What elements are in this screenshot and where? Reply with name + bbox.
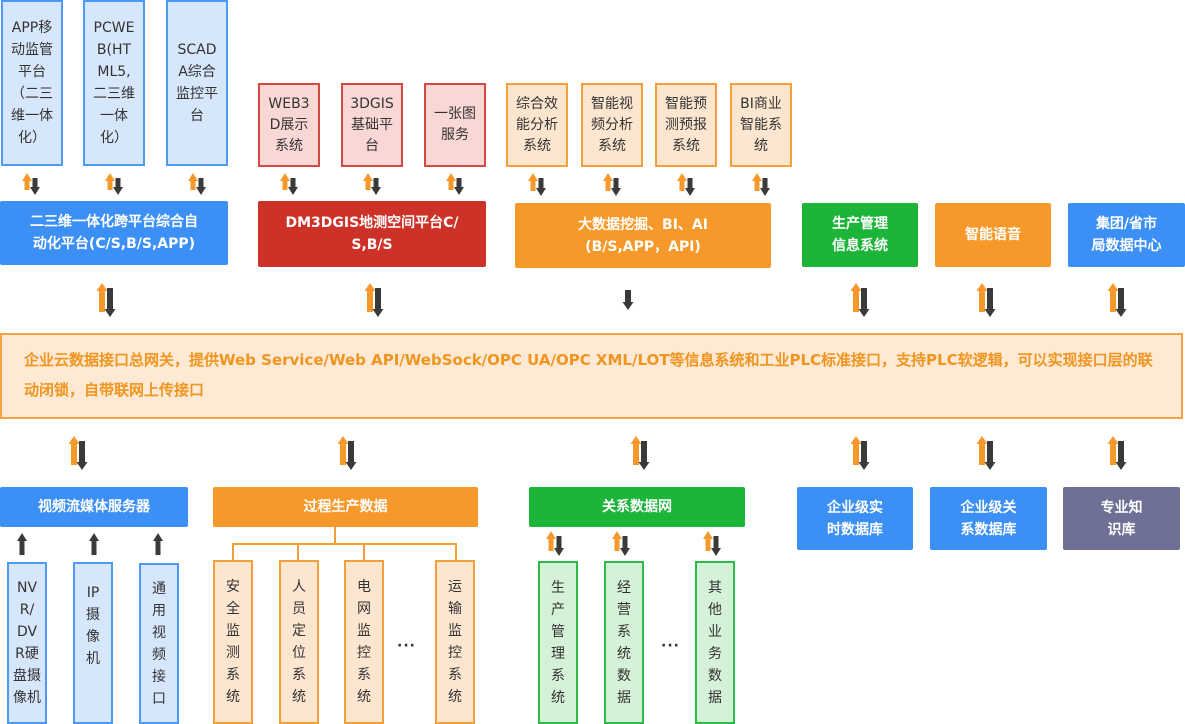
gis-down-arrow-icon xyxy=(372,288,384,317)
smart-voice-box: 智能语音 xyxy=(935,203,1051,267)
scada-up-arrow-icon xyxy=(188,173,198,190)
one-map-up-arrow-icon xyxy=(446,173,456,190)
app-mobile-down-arrow-icon xyxy=(30,178,40,195)
datacenter-down-arrow-icon xyxy=(1115,288,1127,317)
realtime-database-box: 企业级实 时数据库 xyxy=(797,487,913,550)
efficiency-up-arrow-icon xyxy=(528,173,538,191)
production-mis-down-arrow-icon xyxy=(858,288,870,317)
bigdata-platform-box: 大数据挖掘、BI、AI (B/S,APP，API) xyxy=(515,203,771,268)
video-interface-box: 通 用 视 频 接 口 xyxy=(139,563,179,724)
personnel-positioning-box: 人 员 定 位 系 统 xyxy=(279,560,319,724)
relational-database-box: 企业级关 系数据库 xyxy=(930,487,1047,550)
video-analysis-up-arrow-icon xyxy=(603,173,613,191)
video-server-up-arrow-icon xyxy=(68,436,80,465)
production-mis-up-arrow-icon xyxy=(850,283,862,312)
process-connector-4 xyxy=(455,543,457,560)
relational-net-down-arrow-icon xyxy=(638,441,650,470)
automation-up-arrow-icon xyxy=(96,283,108,312)
process-connector-bar xyxy=(232,543,457,545)
grid-monitoring-box: 电 网 监 控 系 统 xyxy=(344,560,384,724)
nvr-dvr-camera-box: NV R/ DV R硬 盘摄 像机 xyxy=(7,562,47,724)
process-data-down-arrow-icon xyxy=(345,441,357,470)
process-connector-2 xyxy=(297,543,299,560)
knowledge-base-box: 专业知 识库 xyxy=(1063,487,1180,550)
app-mobile-monitor-box: APP移 动监管 平台 （二三 维一体 化） xyxy=(1,0,63,166)
operation-data-up-arrow-icon xyxy=(612,531,622,551)
automation-platform-box: 二三维一体化跨平台综合自 动化平台(C/S,B/S,APP) xyxy=(0,201,228,265)
production-mis-box: 生产管理 信息系统 xyxy=(802,203,918,267)
other-business-up-arrow-icon xyxy=(703,531,713,551)
transport-monitoring-box: 运 输 监 控 系 统 xyxy=(435,560,475,724)
3dgis-up-arrow-icon xyxy=(363,173,373,190)
automation-down-arrow-icon xyxy=(104,288,116,317)
web3d-display-box: WEB3 D展示 系统 xyxy=(258,83,320,167)
production-mgmt-data-up-arrow-icon xyxy=(546,531,556,551)
video-stream-server-box: 视频流媒体服务器 xyxy=(0,487,188,527)
web3d-down-arrow-icon xyxy=(288,178,298,195)
process-connector-stem xyxy=(334,527,336,544)
process-connector-3 xyxy=(363,543,365,560)
process-ellipsis: ··· xyxy=(397,638,416,654)
pcweb-html5-box: PCWE B(HT ML5, 二三维 一体 化） xyxy=(83,0,145,166)
video-analysis-down-arrow-icon xyxy=(611,178,621,196)
relational-data-net-box: 关系数据网 xyxy=(529,487,745,527)
other-business-data-box: 其 他 业 务 数 据 xyxy=(695,561,735,724)
relational-net-up-arrow-icon xyxy=(630,436,642,465)
production-mgmt-data-down-arrow-icon xyxy=(554,536,564,556)
knowledge-base-up-arrow-icon xyxy=(1107,436,1119,465)
other-business-down-arrow-icon xyxy=(711,536,721,556)
nvr-up-arrow-icon xyxy=(17,533,27,555)
one-map-down-arrow-icon xyxy=(454,178,464,195)
forecast-up-arrow-icon xyxy=(677,173,687,191)
realtime-db-up-arrow-icon xyxy=(850,436,862,465)
knowledge-base-down-arrow-icon xyxy=(1115,441,1127,470)
gis-up-arrow-icon xyxy=(364,283,376,312)
ip-camera-box: IP 摄 像 机 xyxy=(73,562,113,724)
process-data-box: 过程生产数据 xyxy=(213,487,478,527)
voice-up-arrow-icon xyxy=(976,283,988,312)
bigdata-down-arrow-icon xyxy=(622,290,634,310)
app-mobile-up-arrow-icon xyxy=(22,173,32,190)
bi-up-arrow-icon xyxy=(752,173,762,191)
bi-down-arrow-icon xyxy=(760,178,770,196)
forecast-system-box: 智能预 测预报 系统 xyxy=(655,83,717,167)
pcweb-down-arrow-icon xyxy=(113,178,123,195)
production-mgmt-data-box: 生 产 管 理 系 统 xyxy=(538,561,578,724)
efficiency-analysis-box: 综合效 能分析 系统 xyxy=(506,83,568,167)
relational-db-down-arrow-icon xyxy=(984,441,996,470)
relational-ellipsis: ··· xyxy=(661,638,680,654)
group-datacenter-box: 集团/省市 局数据中心 xyxy=(1068,203,1185,267)
ip-camera-up-arrow-icon xyxy=(89,533,99,555)
one-map-service-box: 一张图 服务 xyxy=(424,83,486,167)
process-data-up-arrow-icon xyxy=(337,436,349,465)
operation-data-box: 经 营 系 统 数 据 xyxy=(604,561,644,724)
dm3dgis-platform-box: DM3DGIS地测空间平台C/ S,B/S xyxy=(258,201,486,267)
scada-down-arrow-icon xyxy=(196,178,206,195)
pcweb-up-arrow-icon xyxy=(105,173,115,190)
operation-data-down-arrow-icon xyxy=(620,536,630,556)
relational-db-up-arrow-icon xyxy=(976,436,988,465)
3dgis-base-platform-box: 3DGIS 基础平 台 xyxy=(341,83,403,167)
video-interface-up-arrow-icon xyxy=(153,533,163,555)
video-analysis-box: 智能视 频分析 系统 xyxy=(581,83,643,167)
safety-monitoring-box: 安 全 监 测 系 统 xyxy=(213,560,253,724)
process-connector-1 xyxy=(232,543,234,560)
scada-monitor-box: SCAD A综合 监控平 台 xyxy=(166,0,228,166)
data-gateway-bar: 企业云数据接口总网关，提供Web Service/Web API/WebSock… xyxy=(0,333,1183,419)
video-server-down-arrow-icon xyxy=(76,441,88,470)
bi-system-box: BI商业 智能系 统 xyxy=(730,83,792,167)
3dgis-down-arrow-icon xyxy=(371,178,381,195)
web3d-up-arrow-icon xyxy=(280,173,290,190)
voice-down-arrow-icon xyxy=(984,288,996,317)
efficiency-down-arrow-icon xyxy=(536,178,546,196)
datacenter-up-arrow-icon xyxy=(1107,283,1119,312)
forecast-down-arrow-icon xyxy=(685,178,695,196)
realtime-db-down-arrow-icon xyxy=(858,441,870,470)
